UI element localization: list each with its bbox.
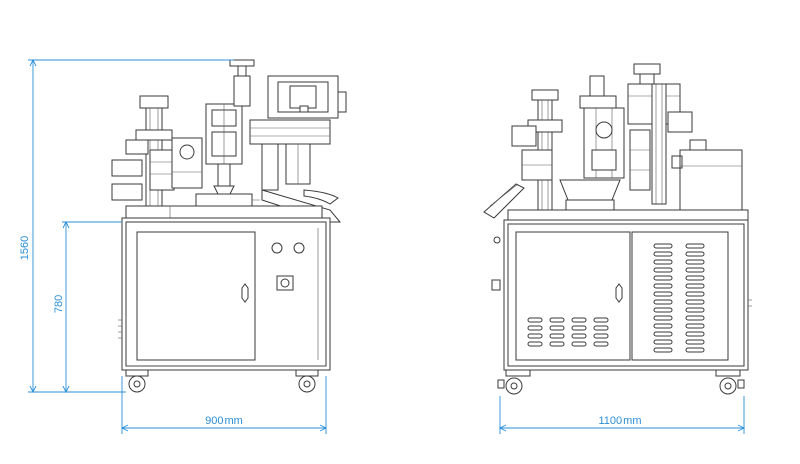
front-view <box>111 59 347 393</box>
right-door-vents <box>653 243 705 353</box>
side-view <box>483 63 752 395</box>
front-width-label: 900mm <box>205 415 243 427</box>
side-casters <box>497 369 745 395</box>
side-upper-mechanism <box>483 63 749 221</box>
front-dimensions: 1560 780 900mm <box>19 58 328 434</box>
table-height-label: 780 <box>53 295 65 313</box>
side-cabinet <box>491 219 752 371</box>
side-dimensions: 1100mm <box>498 396 746 434</box>
left-door-vents <box>527 317 609 347</box>
side-width-label: 1100mm <box>599 415 642 427</box>
front-casters <box>125 369 319 393</box>
front-upper-mechanism <box>111 59 347 223</box>
total-height-label: 1560 <box>19 236 31 260</box>
front-cabinet <box>118 217 331 371</box>
